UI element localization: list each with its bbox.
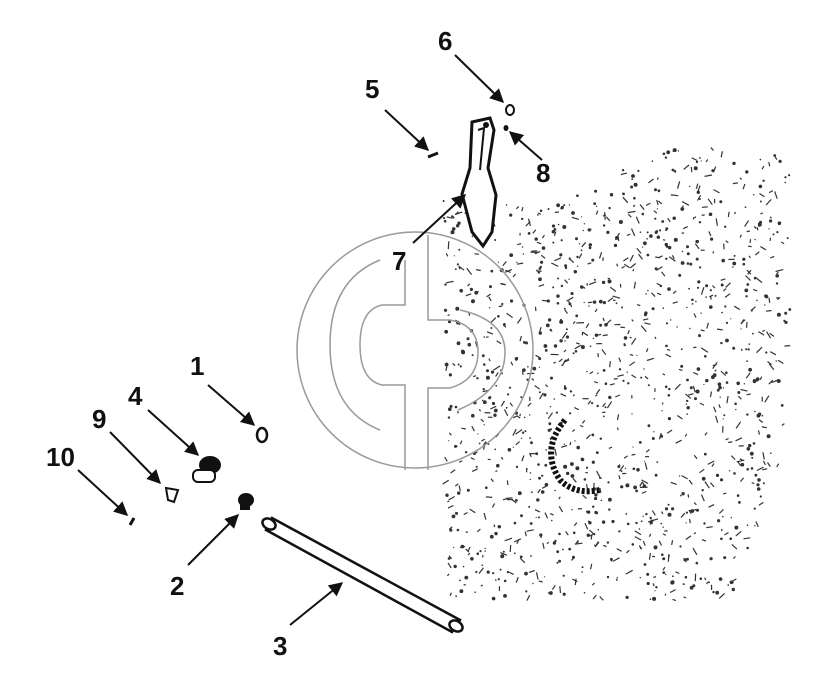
leader-1 xyxy=(207,384,256,426)
leader-3 xyxy=(289,582,344,626)
leader-7 xyxy=(412,194,467,244)
callout-8: 8 xyxy=(536,158,550,188)
callout-10: 10 xyxy=(46,442,75,472)
callout-9: 9 xyxy=(92,404,106,434)
part-3-tube xyxy=(261,516,464,634)
callout-2: 2 xyxy=(170,571,184,601)
callout-6: 6 xyxy=(438,26,452,56)
callout-4: 4 xyxy=(128,381,143,411)
leader-5 xyxy=(384,109,430,151)
callout-5: 5 xyxy=(365,74,379,104)
leader-4 xyxy=(147,409,200,456)
leader-8 xyxy=(508,131,543,161)
part-9-clip xyxy=(164,486,180,504)
gear-arc xyxy=(548,418,601,495)
engine-block-drawing xyxy=(442,147,792,602)
part-4-fitting xyxy=(192,456,221,483)
callout-7: 7 xyxy=(392,246,406,276)
part-6-washer xyxy=(505,104,515,116)
part-8-bolt xyxy=(503,125,509,131)
leader-6 xyxy=(454,54,505,103)
part-7-lifting-bracket xyxy=(460,116,498,249)
leader-2 xyxy=(187,514,239,566)
part-10-pin xyxy=(128,517,136,526)
callout-1: 1 xyxy=(190,351,204,381)
part-5-pin xyxy=(427,151,439,159)
part-2-plug xyxy=(238,493,254,510)
leader-10 xyxy=(77,469,129,516)
part-1-o-ring xyxy=(255,426,269,444)
leader-9 xyxy=(109,431,161,484)
watermark-logo xyxy=(296,231,534,470)
leader-lines xyxy=(77,54,543,626)
callout-3: 3 xyxy=(273,631,287,661)
